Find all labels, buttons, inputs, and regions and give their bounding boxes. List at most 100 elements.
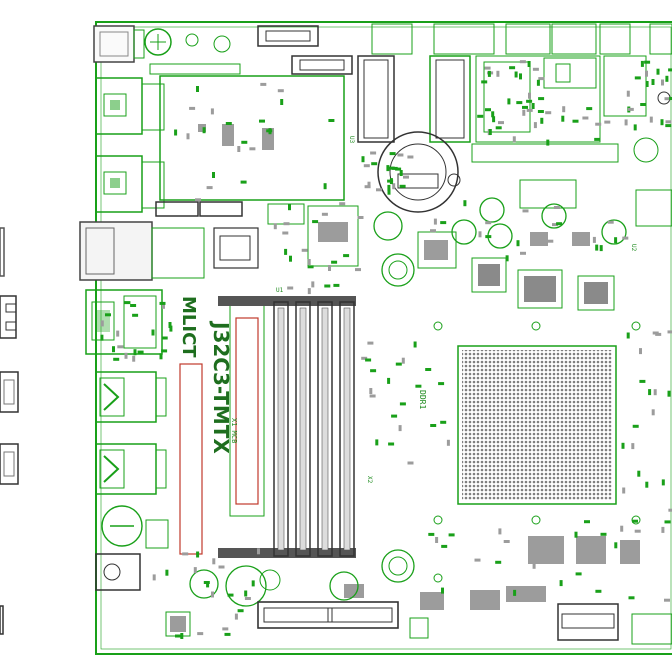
smd-pad — [639, 348, 642, 355]
smd-pad — [634, 76, 641, 80]
rj45-port-icon — [85, 289, 163, 355]
smd-pad — [357, 216, 364, 219]
model-label: J32C3-TMTX — [209, 320, 233, 454]
smd-pad — [624, 119, 628, 126]
smd-pad — [339, 202, 346, 206]
smd-pad — [151, 329, 155, 336]
smd-pad — [159, 301, 166, 305]
smd-pad — [463, 200, 467, 207]
smd-pad — [632, 519, 638, 523]
smd-pad — [237, 609, 244, 613]
smd-pad — [174, 129, 178, 136]
smd-pad — [124, 301, 131, 305]
smd-pad — [389, 178, 393, 185]
smd-pad — [165, 569, 169, 576]
smd-pad — [415, 384, 422, 388]
smd-pad — [562, 106, 566, 113]
audio-jack — [95, 553, 141, 591]
smd-pad — [168, 322, 172, 328]
smd-pad — [600, 532, 607, 536]
smd-pad — [361, 156, 365, 163]
smd-pad — [175, 634, 181, 638]
bottom-components — [101, 505, 672, 645]
smd-pad — [653, 389, 657, 396]
smd-pad — [533, 122, 537, 129]
smd-pad — [407, 461, 414, 465]
smd-pad — [522, 209, 529, 213]
smd-pad — [180, 633, 184, 639]
dc-jack — [93, 25, 145, 63]
smd-pad — [520, 251, 526, 255]
smd-pad — [514, 71, 518, 78]
smd-pad — [626, 90, 630, 97]
smd-pad — [532, 562, 536, 569]
smd-pad — [428, 532, 435, 536]
smd-pad — [505, 255, 509, 262]
mounting-hole-icon — [388, 260, 408, 280]
smd-pad — [321, 212, 328, 216]
smd-pad — [407, 155, 414, 159]
power-jack-side — [0, 295, 17, 339]
smd-pad — [386, 165, 390, 172]
smd-pad — [664, 520, 671, 524]
smd-pad — [552, 223, 558, 227]
smd-pad — [211, 591, 214, 598]
smd-pad — [626, 332, 630, 339]
smd-pad — [371, 162, 378, 166]
smd-pad — [512, 136, 516, 143]
smd-pad — [387, 188, 391, 195]
smd-pad — [575, 572, 582, 576]
smd-pad — [634, 529, 641, 533]
smd-pad — [639, 379, 646, 383]
ref-x2: X2 — [366, 476, 373, 484]
ddr-label: DDR1 — [418, 390, 427, 409]
smd-pad — [531, 103, 535, 109]
io-panel — [79, 25, 259, 591]
smd-pad — [159, 353, 163, 360]
smd-pad — [561, 115, 565, 122]
smd-pad — [287, 286, 294, 290]
smd-pad — [333, 283, 340, 287]
fan-header-icon — [291, 55, 353, 75]
smd-pad — [614, 542, 618, 549]
smd-pad — [485, 235, 492, 239]
smd-pad — [210, 108, 214, 115]
smd-pad — [481, 80, 488, 84]
usb-port-icon — [0, 371, 19, 413]
smd-pad — [631, 443, 635, 450]
smd-pad — [212, 558, 216, 565]
smd-pad — [540, 117, 544, 124]
smd-pad — [387, 377, 391, 384]
smd-pad — [664, 97, 671, 101]
smd-pad — [582, 116, 589, 120]
smd-pad — [240, 180, 247, 184]
smd-pad — [113, 357, 120, 361]
smd-pad — [283, 222, 290, 226]
smd-pad — [648, 389, 652, 396]
smd-pad — [196, 551, 200, 558]
smd-pad — [388, 442, 395, 446]
ref-u3: U3 — [348, 136, 355, 144]
smd-pad — [668, 508, 672, 512]
smd-pad — [484, 66, 491, 70]
smd-pad — [391, 166, 398, 170]
smd-pad — [234, 613, 238, 620]
smd-pad — [628, 596, 635, 600]
smd-pad — [182, 552, 189, 556]
soc-bga-package — [457, 345, 617, 505]
usb-port-icon — [0, 443, 19, 485]
smd-pad — [640, 60, 644, 67]
smd-pad — [645, 70, 648, 77]
top-components — [144, 23, 672, 217]
smd-pad — [655, 332, 662, 336]
smd-pad — [604, 120, 611, 124]
smd-pad — [546, 139, 550, 146]
smd-pad — [364, 185, 371, 189]
mounting-holes — [381, 253, 641, 583]
smd-pad — [323, 183, 327, 190]
smd-pad — [660, 119, 664, 126]
smd-pad — [413, 341, 417, 348]
smd-pad — [478, 231, 482, 238]
smd-pad — [307, 259, 311, 265]
coin-cell-battery-icon — [377, 131, 461, 213]
